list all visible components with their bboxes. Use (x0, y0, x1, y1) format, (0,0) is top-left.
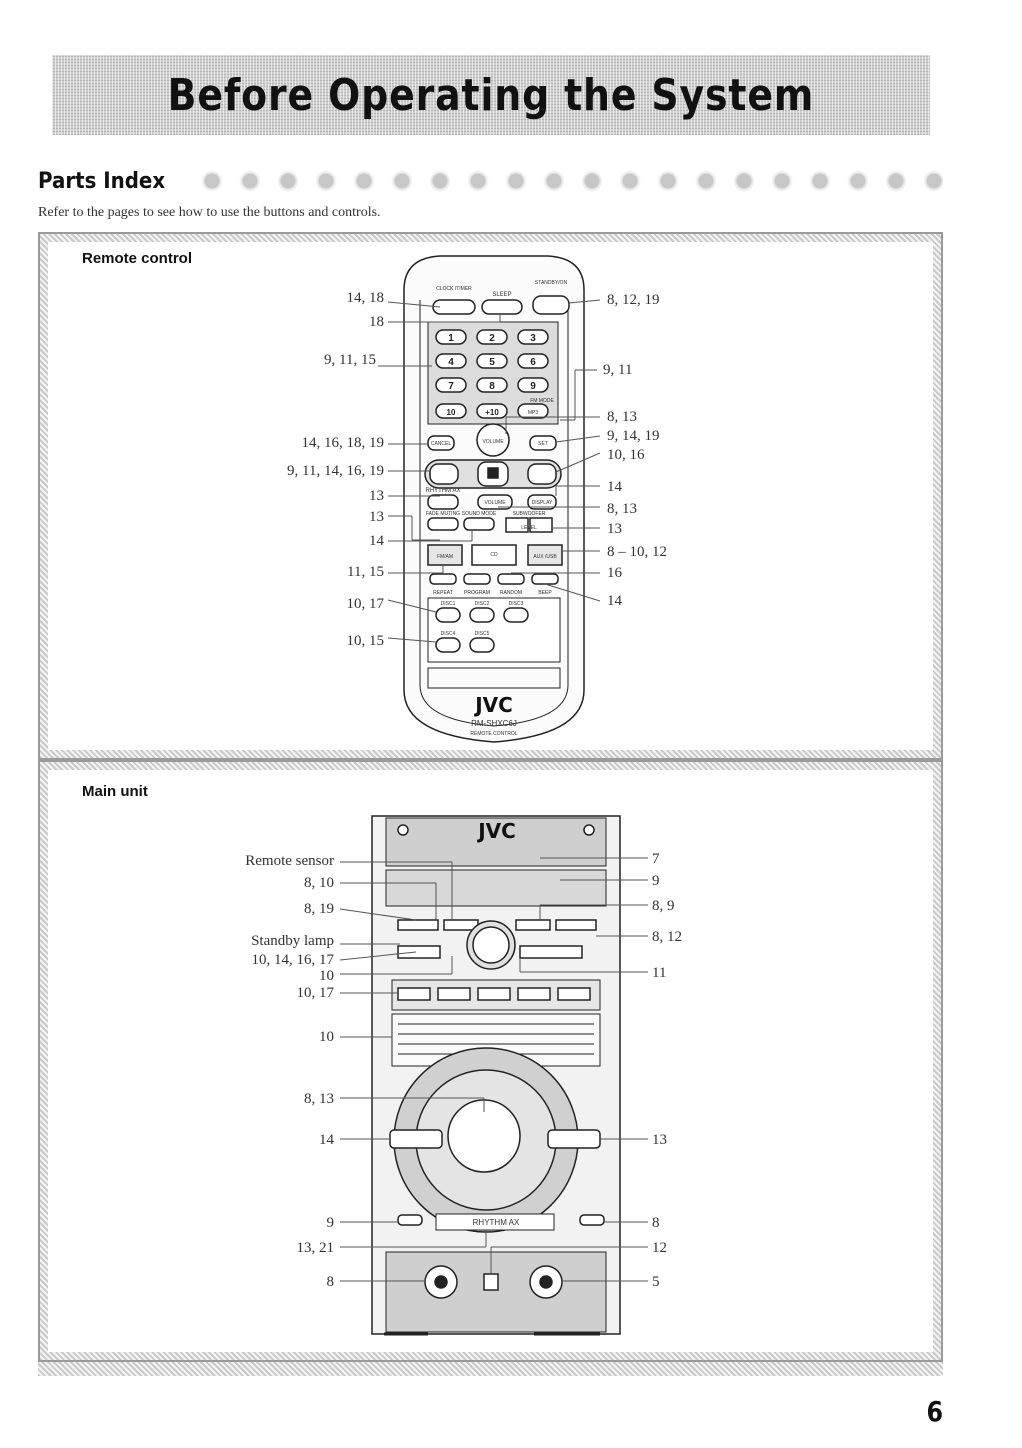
header-banner: Before Operating the System (52, 55, 930, 135)
main-right-label: 9 (652, 873, 660, 889)
remote-left-label: 13 (369, 509, 384, 525)
main-left-label: 13, 21 (296, 1240, 335, 1256)
remote-right-label: 8, 13 (607, 501, 637, 517)
remote-left-label: 18 (369, 314, 384, 330)
main-right-label: 11 (652, 965, 667, 981)
remote-left-label: 14, 18 (346, 290, 385, 306)
main-left-label: 10, 14, 16, 17 (251, 952, 335, 968)
remote-left-label: 10, 17 (346, 596, 385, 612)
main-left-label: 8 (326, 1274, 335, 1290)
main-right-label: 7 (652, 851, 660, 867)
main-left-label: 14 (319, 1132, 334, 1148)
main-right-label: 13 (652, 1132, 667, 1148)
section-title: Parts Index (38, 168, 166, 194)
remote-left-label: 10, 15 (346, 633, 385, 649)
remote-control-title: Remote control (82, 250, 193, 267)
main-left-label: Remote sensor (245, 853, 334, 869)
remote-left-label: 14 (369, 533, 384, 549)
remote-control-panel (38, 232, 943, 760)
remote-right-label: 16 (607, 565, 622, 581)
main-left-label: Standby lamp (251, 933, 334, 949)
remote-right-label: 9, 14, 19 (607, 428, 660, 444)
main-right-label: 8, 9 (652, 898, 675, 914)
remote-right-label: 14 (607, 479, 622, 495)
remote-right-label: 8, 12, 19 (607, 292, 660, 308)
remote-left-label: 13 (369, 488, 384, 504)
main-right-label: 12 (652, 1240, 667, 1256)
remote-right-label: 9, 11 (603, 362, 633, 378)
main-right-label: 8 (652, 1215, 660, 1231)
dot-decoration (193, 168, 943, 194)
remote-left-label: 9, 11, 15 (324, 352, 376, 368)
page-title: Before Operating the System (167, 69, 815, 121)
remote-right-label: 8, 13 (607, 409, 637, 425)
remote-left-label: 14, 16, 18, 19 (301, 435, 385, 451)
remote-left-label: 11, 15 (347, 564, 384, 580)
main-left-label: 8, 10 (304, 875, 334, 891)
remote-right-label: 10, 16 (607, 447, 645, 463)
main-left-label: 8, 13 (304, 1091, 334, 1107)
bottom-band (38, 1362, 943, 1376)
main-left-label: 10 (319, 968, 334, 984)
main-left-label: 9 (326, 1215, 335, 1231)
remote-right-label: 8 – 10, 12 (607, 544, 667, 560)
intro-text: Refer to the pages to see how to use the… (38, 205, 381, 220)
main-right-label: 5 (652, 1274, 660, 1290)
main-left-label: 10, 17 (296, 985, 335, 1001)
main-left-label: 10 (319, 1029, 334, 1045)
main-left-label: 8, 19 (304, 901, 334, 917)
remote-right-label: 13 (607, 521, 622, 537)
section-header: Parts Index (38, 163, 943, 199)
remote-left-label: 9, 11, 14, 16, 19 (287, 463, 384, 479)
main-unit-title: Main unit (82, 783, 148, 800)
page-number: 6 (925, 1395, 943, 1428)
main-unit-panel (38, 760, 943, 1362)
main-right-label: 8, 12 (652, 929, 682, 945)
remote-right-label: 14 (607, 593, 622, 609)
